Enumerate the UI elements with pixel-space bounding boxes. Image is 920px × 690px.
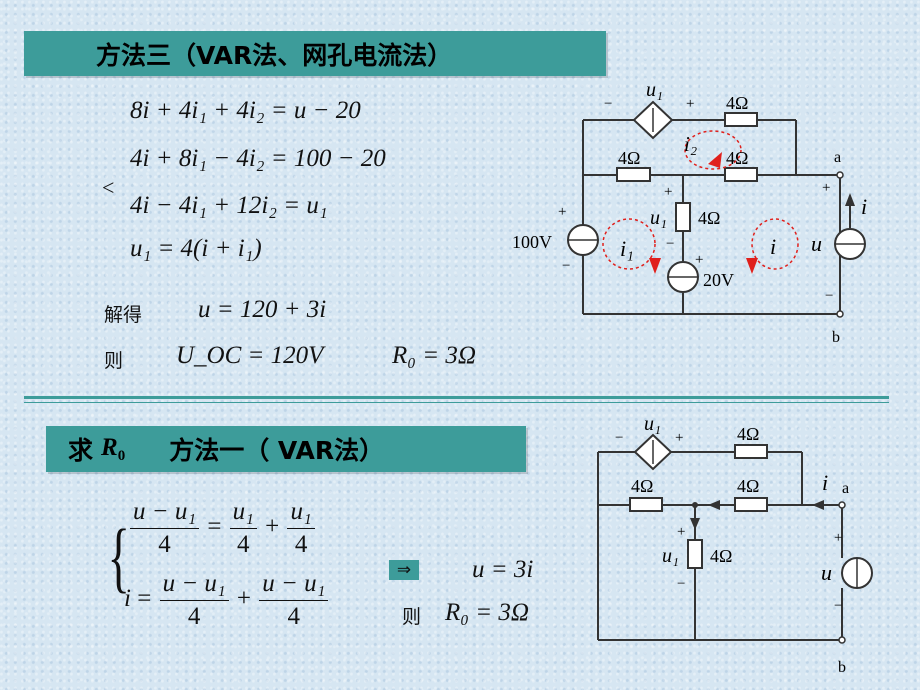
- svg-text:−: −: [604, 96, 612, 112]
- svg-text:−: −: [834, 598, 842, 614]
- section2-title-r: R: [101, 433, 118, 461]
- equation-4: u₁ = 4(i + i₁): [130, 235, 262, 262]
- section2-title-prefix: 求: [68, 436, 94, 465]
- svg-text:4Ω: 4Ω: [726, 148, 748, 168]
- equation-1: 8i + 4i₁ + 4i₂ = u − 20: [130, 97, 361, 124]
- svg-text:u₁: u₁: [662, 545, 679, 567]
- section2-title-method: 方法一（ VAR法）: [169, 436, 385, 465]
- section1-title: 方法三（VAR法、网孔电流法）: [96, 40, 453, 70]
- svg-text:u: u: [821, 560, 832, 585]
- svg-text:4Ω: 4Ω: [737, 424, 759, 444]
- section1-banner: 方法三（VAR法、网孔电流法）: [24, 31, 606, 76]
- then-label-2: 则: [402, 606, 422, 628]
- uoc-result: U_OC = 120V: [176, 342, 324, 369]
- svg-text:100V: 100V: [512, 232, 552, 252]
- svg-text:u: u: [811, 231, 822, 256]
- implies-icon: ⇒: [396, 560, 412, 580]
- implies-badge: ⇒: [389, 560, 419, 580]
- brace-mark: <: [102, 175, 115, 200]
- svg-text:i₂: i₂: [684, 132, 697, 156]
- solve-label: 解得: [104, 304, 143, 326]
- svg-text:+: +: [558, 204, 566, 220]
- svg-text:4Ω: 4Ω: [631, 476, 653, 496]
- svg-text:20V: 20V: [703, 270, 734, 290]
- svg-text:u₁: u₁: [644, 413, 661, 435]
- circuit-diagram-2: u₁ − + 4Ω 4Ω 4Ω i a + u − b + u₁ 4Ω −: [597, 413, 873, 676]
- equation-3: 4i − 4i₁ + 12i₂ = u₁: [130, 192, 328, 219]
- svg-text:i₁: i₁: [620, 236, 634, 261]
- svg-text:a: a: [834, 149, 841, 166]
- svg-text:i: i: [822, 470, 828, 495]
- section-divider-2: [24, 402, 889, 403]
- brace-icon: {: [107, 513, 130, 600]
- circuit-diagram-1: u₁ − + 4Ω 4Ω 4Ω i₂ a + i u − b + u₁ 4Ω −…: [512, 79, 867, 346]
- svg-text:−: −: [615, 430, 623, 446]
- svg-text:+: +: [834, 530, 842, 546]
- svg-text:+: +: [677, 524, 685, 540]
- then-label-1: 则: [104, 350, 124, 372]
- svg-text:4Ω: 4Ω: [618, 148, 640, 168]
- equation-system-1: < 8i + 4i₁ + 4i₂ = u − 20 4i + 8i₁ − 4i₂…: [100, 95, 420, 275]
- svg-text:i: i: [770, 234, 776, 259]
- svg-text:+: +: [664, 184, 672, 200]
- svg-text:4Ω: 4Ω: [737, 476, 759, 496]
- r0-result-1: R₀ = 3Ω: [392, 342, 476, 369]
- svg-text:a: a: [842, 480, 849, 497]
- svg-text:−: −: [666, 236, 674, 252]
- section2-result: u = 3i: [472, 556, 534, 583]
- equation-2: 4i + 8i₁ − 4i₂ = 100 − 20: [130, 145, 386, 172]
- svg-text:−: −: [825, 288, 833, 304]
- svg-text:u₁: u₁: [650, 207, 667, 229]
- c1-u1: u₁: [646, 79, 663, 101]
- section-divider: [24, 396, 889, 399]
- svg-text:+: +: [686, 96, 694, 112]
- section2-banner: 求 R0 方法一（ VAR法）: [46, 426, 526, 472]
- svg-text:i: i: [861, 194, 867, 219]
- svg-text:−: −: [562, 258, 570, 274]
- r0-result-2: R₀ = 3Ω: [445, 599, 529, 626]
- svg-text:−: −: [677, 576, 685, 592]
- solve-result: u = 120 + 3i: [198, 296, 327, 323]
- svg-text:b: b: [838, 659, 846, 676]
- svg-text:4Ω: 4Ω: [710, 546, 732, 566]
- section2-title-r-sub: 0: [117, 447, 126, 464]
- svg-text:4Ω: 4Ω: [726, 93, 748, 113]
- svg-text:+: +: [675, 430, 683, 446]
- svg-text:+: +: [822, 180, 830, 196]
- svg-text:b: b: [832, 329, 840, 346]
- svg-text:+: +: [695, 252, 703, 268]
- svg-text:4Ω: 4Ω: [698, 208, 720, 228]
